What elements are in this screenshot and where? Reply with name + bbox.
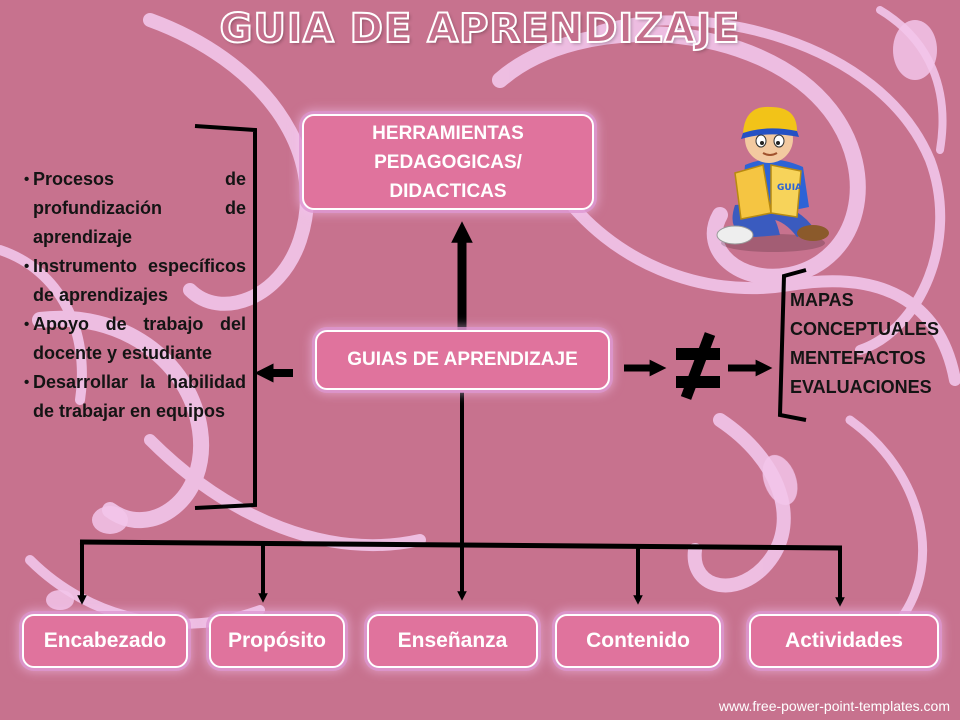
footer-watermark: www.free-power-point-templates.com [718,698,950,714]
not-equal-icon [676,332,720,400]
left-bullet-list: Procesos de profundización de aprendizaj… [24,165,246,426]
node-actividades-label: Actividades [785,629,903,652]
node-actividades: Actividades [749,614,939,668]
svg-text:GUIA: GUIA [777,183,802,193]
horizontal-bus [79,539,843,551]
node-ensenanza: Enseñanza [367,614,538,668]
right-list-item: MAPAS [790,290,854,310]
node-ensenanza-label: Enseñanza [397,629,508,652]
node-herramientas-line-1: HERRAMIENTAS [372,122,524,144]
node-guias-de-aprendizaje: GUIAS DE APRENDIZAJE [315,330,610,390]
node-encabezado: Encabezado [22,614,188,668]
node-contenido: Contenido [555,614,721,668]
right-bracket [777,268,807,422]
bullet-item: Procesos de profundización de aprendizaj… [24,165,246,252]
node-herramientas-line-3: DIDACTICAS [389,180,507,202]
bullet-item: Instrumento específicos de aprendizajes [24,252,246,310]
node-encabezado-label: Encabezado [43,629,167,652]
reading-boy-icon: GUIA [716,106,829,252]
node-contenido-label: Contenido [586,629,690,652]
left-bracket [194,124,257,510]
right-list-item: MENTEFACTOS [790,348,926,368]
node-proposito-label: Propósito [228,629,326,652]
right-list-item: EVALUACIONES [790,377,932,397]
right-list: MAPAS CONCEPTUALES MENTEFACTOS EVALUACIO… [790,286,939,402]
page-title: GUIA DE APRENDIZAJE [219,5,741,53]
bullet-item: Desarrollar la habilidad de trabajar en … [24,368,246,426]
node-guias-label: GUIAS DE APRENDIZAJE [347,349,578,370]
node-herramientas-line-2: PEDAGOGICAS/ [374,151,522,173]
right-list-item: CONCEPTUALES [790,319,940,339]
node-proposito: Propósito [209,614,345,668]
bullet-item: Apoyo de trabajo del docente y estudiant… [24,310,246,368]
node-herramientas: HERRAMIENTAS PEDAGOGICAS/ DIDACTICAS [302,114,594,210]
